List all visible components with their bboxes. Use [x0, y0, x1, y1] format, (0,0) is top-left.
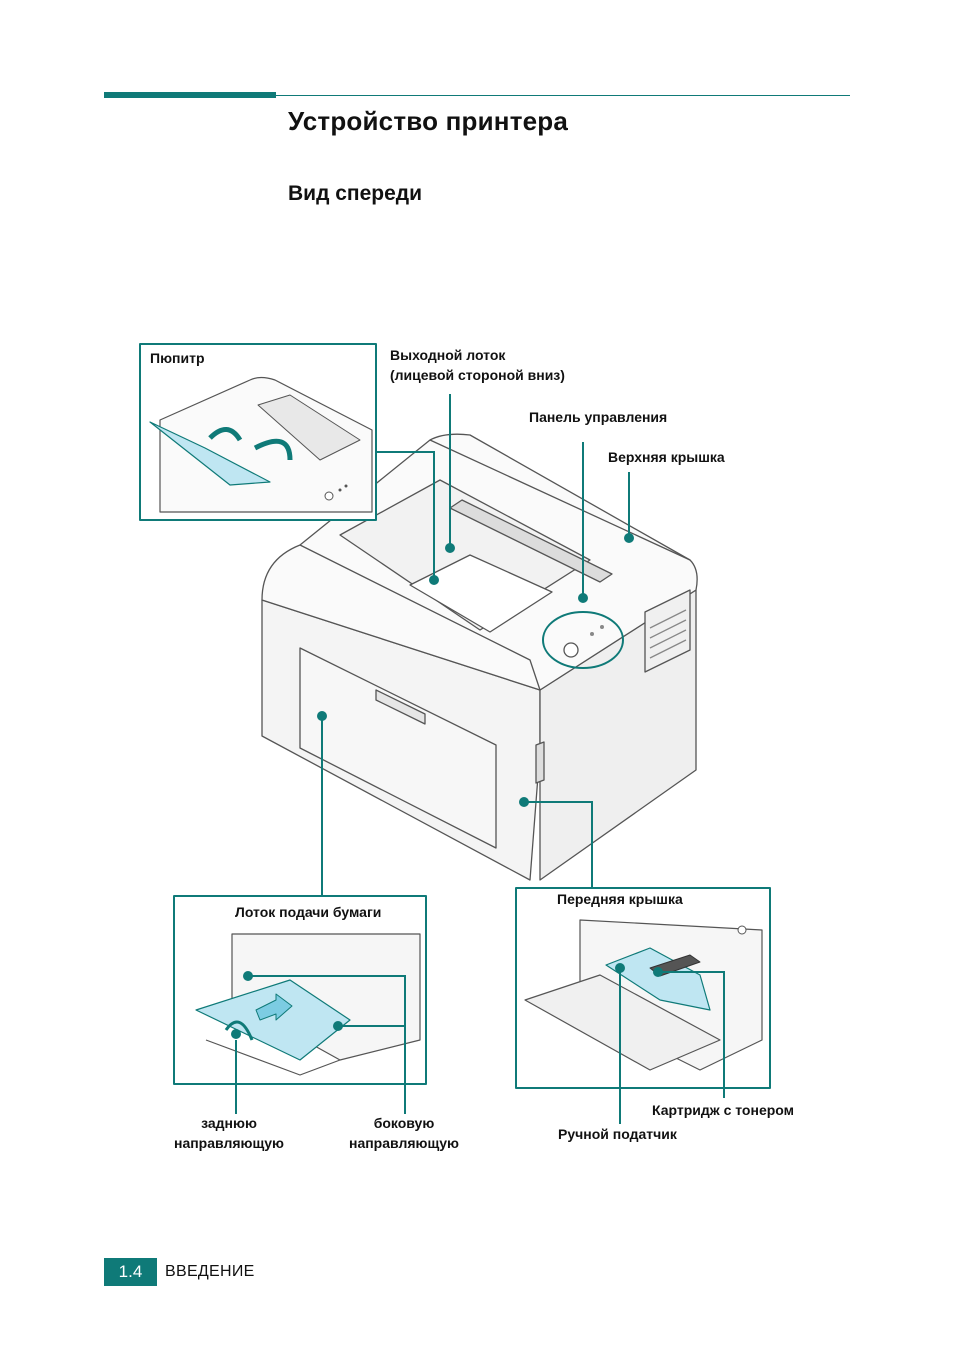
label-output-tray-line2: (лицевой стороной вниз): [390, 367, 565, 383]
label-paper-tray: Лоток подачи бумаги: [235, 904, 382, 920]
header-rule-thick: [104, 92, 276, 98]
callout-lines: [235, 394, 725, 1124]
label-side-guide-line1: боковую: [373, 1115, 435, 1131]
front-cover-inset: [515, 887, 771, 1089]
header-rule-thin: [276, 95, 850, 96]
stand-inset: [139, 343, 377, 521]
section-subtitle: Вид спереди: [288, 182, 423, 205]
label-toner-cartridge: Картридж с тонером: [652, 1102, 795, 1118]
label-manual-feeder: Ручной податчик: [558, 1126, 677, 1142]
page-title: Устройство принтера: [288, 106, 569, 136]
label-front-cover: Передняя крышка: [557, 891, 683, 907]
control-panel-highlight: [542, 611, 624, 669]
footer-section-name: ВВЕДЕНИЕ: [165, 1263, 255, 1280]
label-rear-guide-line1: заднюю: [201, 1115, 257, 1131]
callout-dots: [231, 533, 663, 1039]
label-stand: Пюпитр: [150, 350, 205, 366]
label-rear-guide-line2: направляющую: [173, 1135, 285, 1151]
label-output-tray-line1: Выходной лоток: [390, 347, 506, 363]
label-top-cover: Верхняя крышка: [608, 449, 725, 465]
label-control-panel: Панель управления: [529, 409, 668, 425]
paper-tray-inset: [173, 895, 427, 1085]
page-number-badge: 1.4: [104, 1258, 157, 1286]
label-side-guide-line2: направляющую: [348, 1135, 460, 1151]
